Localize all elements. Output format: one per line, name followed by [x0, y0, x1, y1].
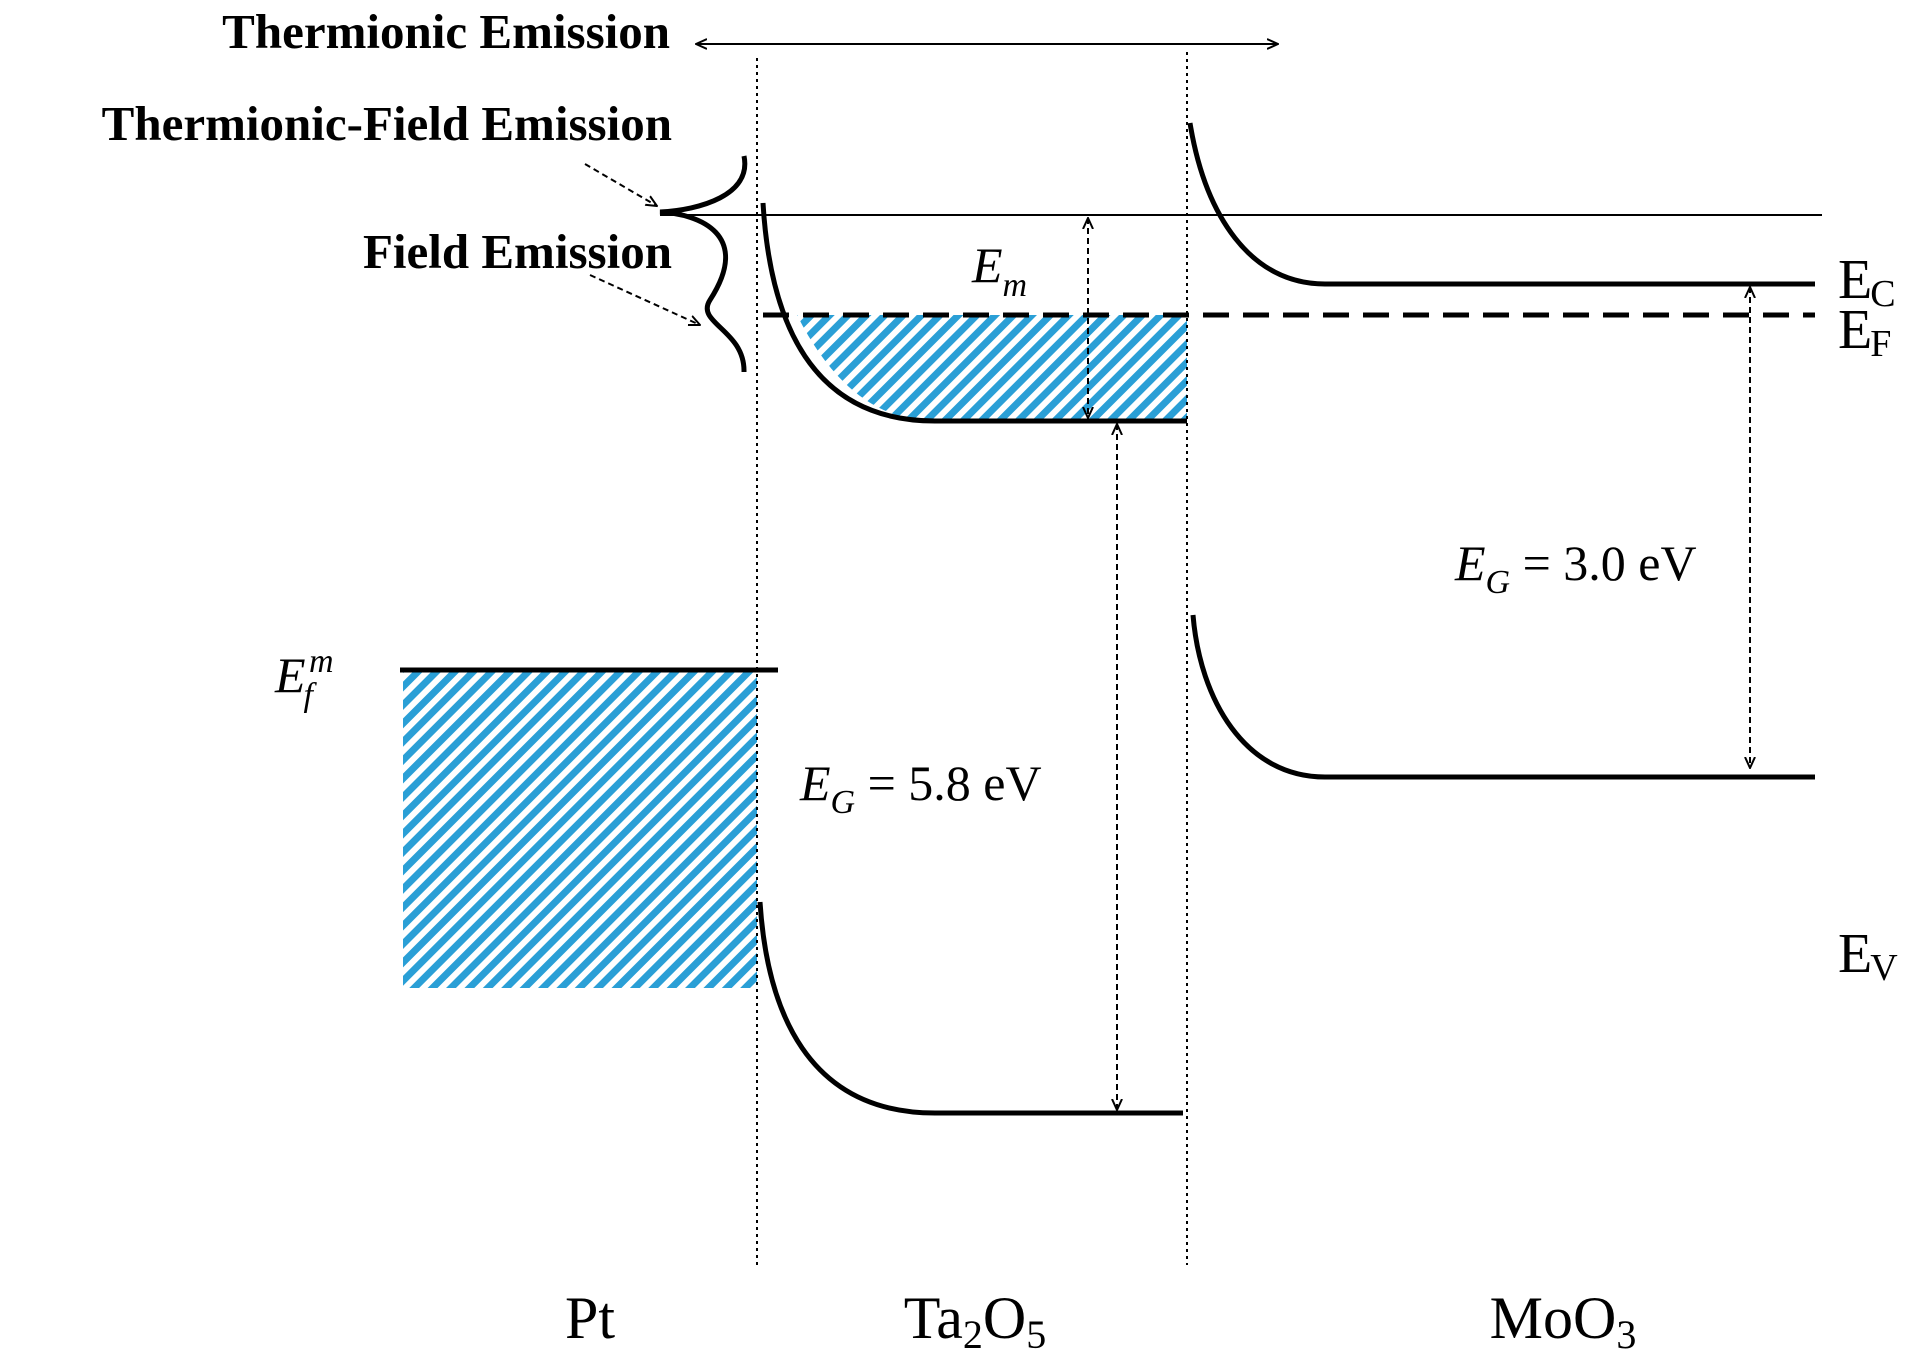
ta2o5-valence-band — [757, 901, 1183, 1116]
em-symbol: Em — [971, 237, 1027, 304]
ec-label: EC — [1838, 249, 1896, 315]
ev-label: EV — [1838, 923, 1898, 989]
eg-moo3-label: EG = 3.0 eV — [1454, 535, 1697, 601]
efm-symbol: Efm — [274, 643, 334, 714]
moo3-label: MoO3 — [1490, 1285, 1637, 1353]
moo3-conduction-band — [1187, 122, 1815, 287]
emission-distribution-curve — [659, 155, 748, 373]
thermionic-field-emission-label: Thermionic-Field Emission — [102, 96, 672, 151]
field-emission-label: Field Emission — [363, 224, 672, 279]
fe-pointer-arrow — [589, 274, 700, 325]
eg-ta2o5-label: EG = 5.8 eV — [799, 755, 1042, 821]
pt-label: Pt — [565, 1285, 615, 1351]
ta2o5-label: Ta2O5 — [904, 1285, 1046, 1353]
ta2o5-conduction-band — [760, 202, 1187, 424]
tfe-pointer-arrow — [584, 163, 657, 206]
pt-filled-states — [403, 670, 757, 988]
moo3-valence-band — [1190, 614, 1815, 780]
thermionic-emission-label: Thermionic Emission — [222, 4, 670, 59]
ef-label: EF — [1838, 299, 1891, 365]
